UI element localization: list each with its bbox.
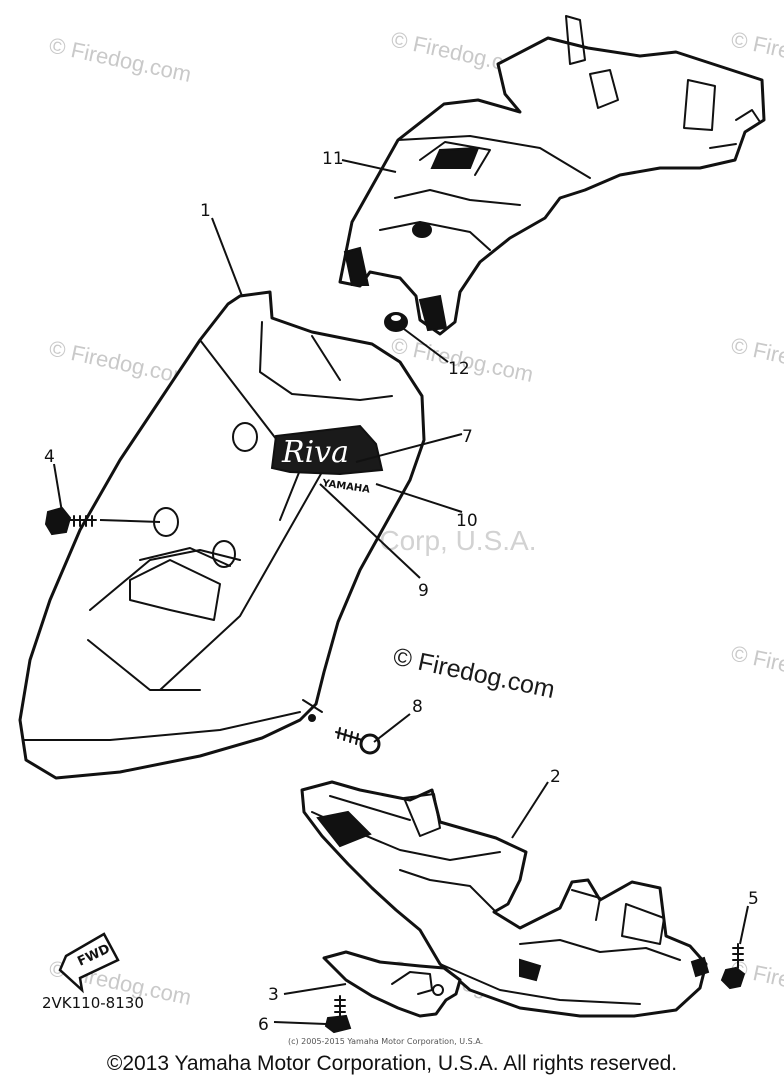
callout-11: 11 <box>322 149 344 169</box>
callout-3: 3 <box>268 985 279 1005</box>
part-6-bolt <box>324 995 352 1034</box>
part-8-screw <box>335 727 381 755</box>
leader-lines <box>53 159 749 1025</box>
callout-numbers: 1 2 3 4 5 6 7 8 9 10 11 12 <box>44 149 759 1035</box>
part-2-lower-cover <box>300 780 710 1018</box>
footer-copyright: ©2013 Yamaha Motor Corporation, U.S.A. A… <box>106 1052 678 1075</box>
diagram-code: 2VK110-8130 <box>42 994 144 1012</box>
callout-2: 2 <box>550 767 561 787</box>
callout-1: 1 <box>200 201 211 221</box>
callout-10: 10 <box>456 511 478 531</box>
fwd-arrow-symbol: FWD <box>58 932 120 994</box>
watermark-firedog: © Firedog.com <box>729 640 784 695</box>
callout-7: 7 <box>462 427 473 447</box>
part-5-screw <box>720 943 746 990</box>
watermark-firedog: © Firedog.com <box>729 332 784 387</box>
riva-decal: Riva YAMAHA <box>270 424 384 496</box>
callout-12: 12 <box>448 359 470 379</box>
riva-script-text: Riva <box>281 435 349 470</box>
callout-5: 5 <box>748 889 759 909</box>
callout-8: 8 <box>412 697 423 717</box>
small-copyright: (c) 2005-2015 Yamaha Motor Corporation, … <box>288 1037 483 1046</box>
watermark-firedog: © Firedog.com <box>47 32 194 87</box>
part-3-bracket <box>322 950 462 1018</box>
callout-9: 9 <box>418 581 429 601</box>
callout-6: 6 <box>258 1015 269 1035</box>
part-1-front-cover: Riva YAMAHA <box>18 290 426 780</box>
part-11-inner-panel <box>338 15 766 336</box>
callout-4: 4 <box>44 447 55 467</box>
watermark-firedog-main: © Firedog.com <box>391 642 558 704</box>
